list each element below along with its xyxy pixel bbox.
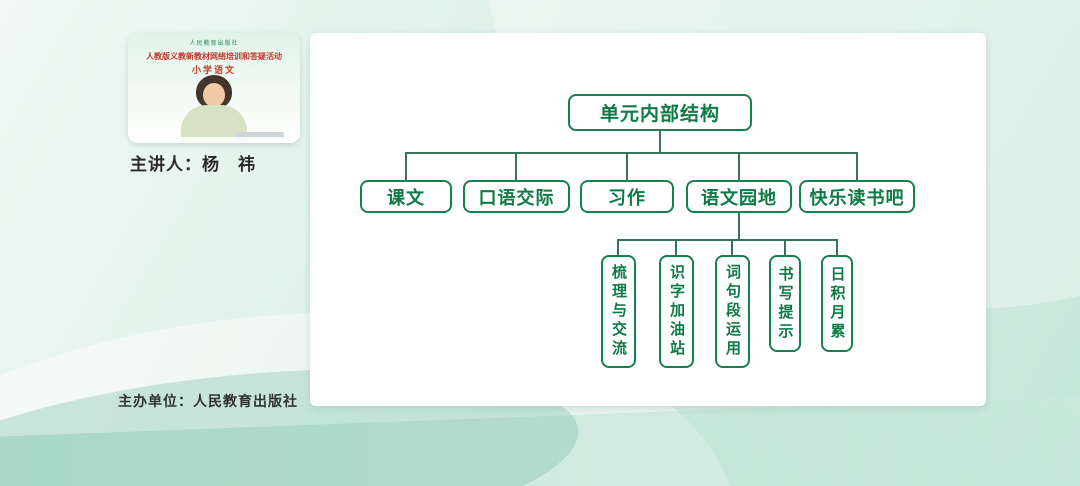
connector-line: [836, 239, 838, 255]
connector-line: [617, 239, 838, 241]
organizer-label: 主办单位：人民教育出版社: [118, 393, 298, 409]
l2-node-2: 识字加油站: [659, 255, 694, 368]
connector-line: [738, 152, 740, 180]
l2-node-1: 梳理与交流: [601, 255, 636, 368]
speaker-name-label: 主讲人：杨 祎: [130, 155, 256, 174]
l1-node-4: 语文园地: [686, 180, 792, 213]
connector-line: [675, 239, 677, 255]
l2-node-3: 词句段运用: [715, 255, 750, 368]
speaker-video: 人民教育出版社 人教版义教新教材网络培训和答疑活动 小学语文: [128, 33, 300, 143]
l2-node-5: 日积月累: [821, 255, 853, 352]
diagram-root-node: 单元内部结构: [568, 94, 752, 131]
publisher-logo: 人民教育出版社: [189, 41, 239, 47]
connector-line: [617, 239, 619, 255]
l1-node-1: 课文: [360, 180, 452, 213]
l1-node-5: 快乐读书吧: [799, 180, 915, 213]
event-subject: 小学语文: [191, 65, 236, 75]
connector-line: [738, 213, 740, 241]
connector-line: [405, 152, 407, 180]
laptop-shape: [236, 132, 284, 141]
connector-line: [515, 152, 517, 180]
connector-line: [731, 239, 733, 255]
connector-line: [626, 152, 628, 180]
connector-line: [405, 152, 858, 154]
event-title: 人教版义教新教材网络培训和答疑活动: [146, 52, 282, 61]
l1-node-2: 口语交际: [463, 180, 570, 213]
l2-node-4: 书写提示: [769, 255, 801, 352]
connector-line: [856, 152, 858, 180]
connector-line: [784, 239, 786, 255]
l1-node-3: 习作: [580, 180, 674, 213]
connector-line: [659, 131, 661, 154]
presenter-face: [203, 83, 225, 107]
desk-shape: [128, 137, 300, 143]
slide-panel: 单元内部结构 课文 口语交际 习作 语文园地 快乐读书吧 梳理与交流 识字加油站…: [310, 33, 986, 406]
